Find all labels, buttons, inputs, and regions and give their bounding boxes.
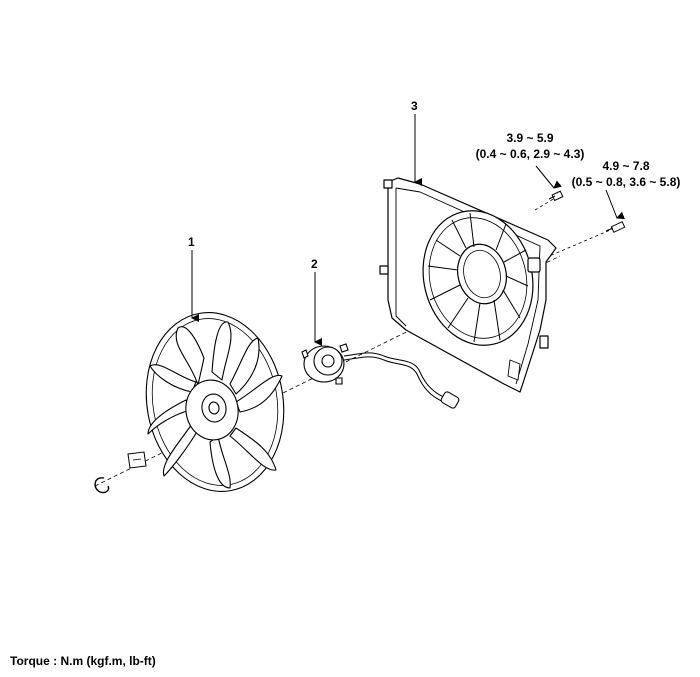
fan-shroud — [379, 177, 557, 393]
callout-fan: 1 — [188, 235, 195, 249]
retaining-clip — [94, 477, 110, 494]
bolt-centerline-right — [539, 227, 616, 261]
side-bolt — [605, 221, 626, 233]
fan-washer — [127, 451, 147, 469]
torque-alt-units: (0.4 ~ 0.6, 2.9 ~ 4.3) — [475, 147, 585, 161]
torque-unit-note: Torque : N.m (kgf.m, lb-ft) — [10, 654, 156, 668]
leader-arrow-side-bolt — [605, 189, 625, 220]
cooling-fan — [145, 312, 285, 492]
callout-motor: 2 — [311, 257, 318, 271]
fan-motor — [301, 343, 460, 409]
torque-alt-units: (0.5 ~ 0.8, 3.6 ~ 5.8) — [571, 175, 681, 189]
torque-metric: 3.9 ~ 5.9 — [506, 131, 554, 145]
torque-spec-side-bolt: 4.9 ~ 7.8 (0.5 ~ 0.8, 3.6 ~ 5.8) — [556, 158, 696, 190]
torque-metric: 4.9 ~ 7.8 — [602, 159, 650, 173]
callout-shroud: 3 — [411, 99, 418, 113]
leader-arrow-shroud-bolt — [535, 165, 562, 189]
torque-spec-shroud-bolt: 3.9 ~ 5.9 (0.4 ~ 0.6, 2.9 ~ 4.3) — [455, 130, 605, 162]
shroud-bolt — [548, 190, 564, 202]
